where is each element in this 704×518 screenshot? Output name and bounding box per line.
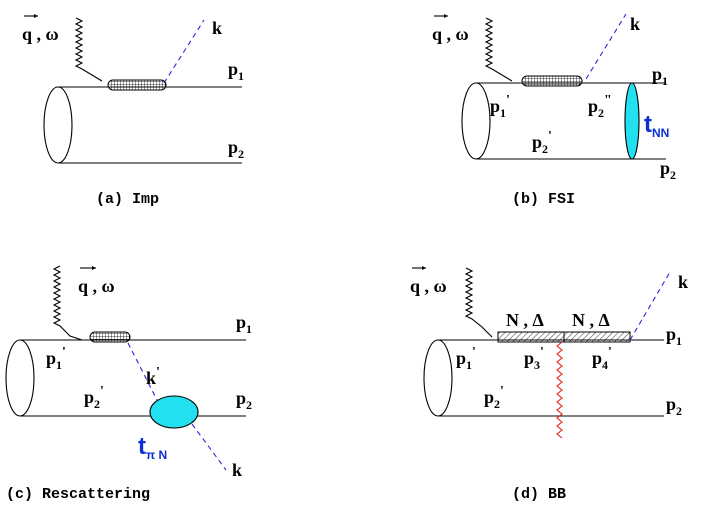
kprime-label: k' [146, 365, 160, 388]
p1-label: p1 [666, 324, 682, 348]
panel-a: q , ω k p1 p2 (a) Imp [22, 14, 244, 208]
nucleus-cylinder [461, 82, 491, 160]
photon-line [484, 17, 513, 82]
caption-d: (d) BB [512, 486, 566, 503]
caption-b: (b) FSI [512, 191, 575, 208]
vertex-blob [521, 75, 583, 87]
photon-line [74, 17, 103, 82]
t-nn-label: tNN [644, 111, 669, 140]
t-pin-label: tπ N [138, 433, 167, 462]
p1prime-label: p1' [490, 93, 510, 120]
kaon-label: k [678, 272, 688, 292]
p3prime-label: p3' [524, 345, 544, 372]
kaon-line [629, 271, 671, 341]
p1-label: p1 [236, 312, 252, 336]
caption-c: (c) Rescattering [6, 486, 150, 503]
panel-d: q , ω k N , Δ N , Δ p1 p2 p1' p3' p4' p2… [410, 266, 688, 503]
p2-label: p2 [666, 394, 682, 418]
fsi-blob [624, 82, 640, 160]
p1prime-label: p1' [46, 345, 66, 372]
caption-a: (a) Imp [96, 191, 159, 208]
kaon-line [163, 19, 205, 84]
rescattering-blob [149, 395, 199, 429]
kaon-line [585, 13, 627, 80]
kaon-line [191, 423, 227, 471]
p1prime-label: p1' [456, 345, 476, 372]
nucleus-cylinder [5, 339, 35, 417]
meson-exchange-line [556, 341, 563, 439]
p2-label: p2 [228, 137, 244, 161]
vertex-blob [89, 331, 131, 343]
p1-label: p1 [228, 59, 244, 83]
kaon-label: k [212, 18, 222, 38]
baryon-propagator-1 [497, 331, 565, 343]
nucleus-cylinder [423, 339, 453, 417]
p2-label: p2 [660, 158, 676, 182]
baryon-propagator-2 [563, 331, 631, 343]
photon-label: q , ω [432, 24, 469, 44]
p2-label: p2 [236, 388, 252, 412]
p1-label: p1 [652, 64, 668, 88]
vertex-blob [107, 79, 167, 91]
kaon-prime-line [127, 342, 159, 403]
n-delta-label-1: N , Δ [506, 310, 544, 330]
kaon-label: k [630, 14, 640, 34]
p2prime-label: p2' [532, 129, 552, 156]
photon-label: q , ω [410, 276, 447, 296]
p4prime-label: p4' [592, 345, 612, 372]
photon-label: q , ω [78, 276, 115, 296]
n-delta-label-2: N , Δ [572, 310, 610, 330]
photon-label: q , ω [22, 24, 59, 44]
p2prime-label: p2' [84, 384, 104, 411]
kaon-label: k [232, 460, 242, 480]
panel-b: q , ω k p1 p2 p1' p2" p2' tNN (b) FSI [432, 13, 676, 208]
photon-line [52, 265, 83, 341]
p2prime-label: p2' [484, 384, 504, 411]
photon-line [464, 267, 493, 338]
p2dprime-label: p2" [588, 93, 612, 120]
panel-c: q , ω k k' p1 p2 p1' p2' tπ N (c) Rescat… [5, 265, 252, 503]
nucleus-cylinder [43, 86, 73, 164]
